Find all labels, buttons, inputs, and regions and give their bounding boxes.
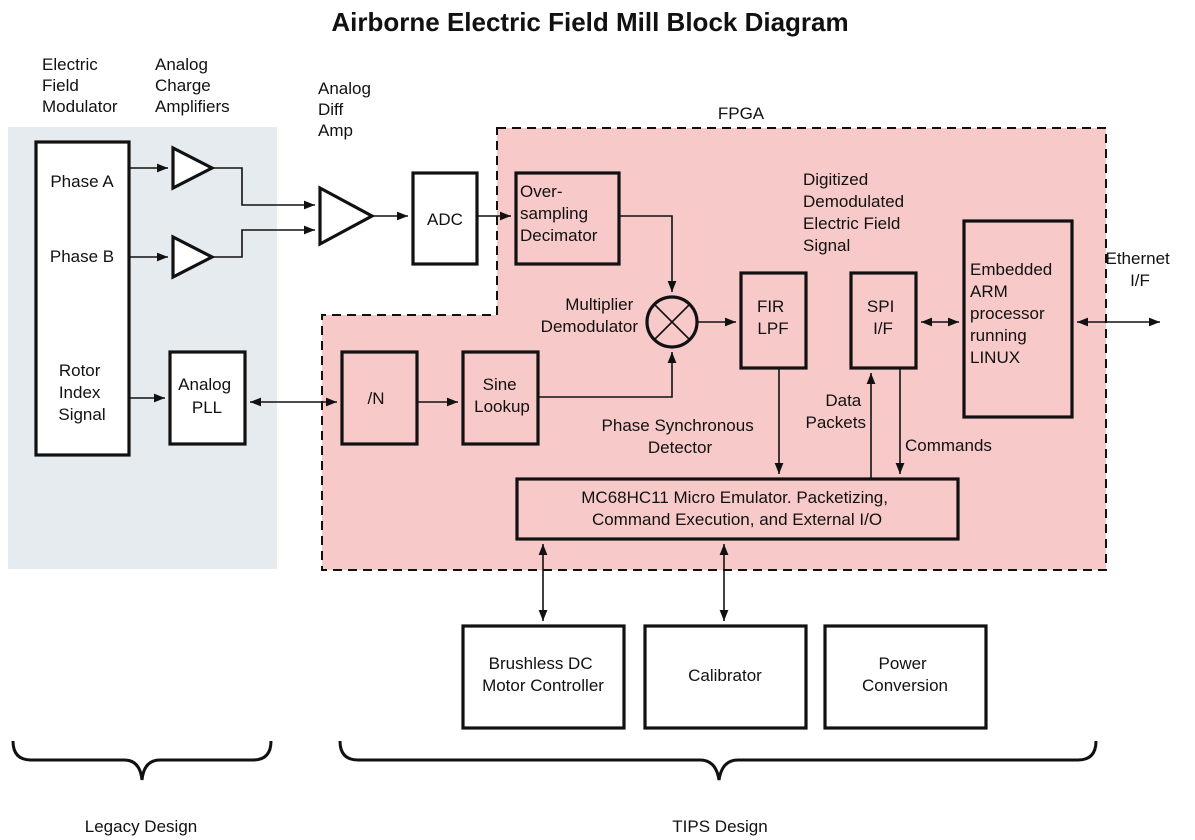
multiplier-label: Multiplier Demodulator	[541, 295, 639, 336]
motor-controller-block	[461, 624, 626, 730]
divider-block	[340, 350, 419, 446]
diagram-title: Airborne Electric Field Mill Block Diagr…	[331, 7, 848, 37]
motor-controller-label: Brushless DC Motor Controller	[482, 654, 604, 695]
arm-label: Embedded ARM processor running LINUX	[970, 260, 1057, 367]
analog-pll-label: Analog PLL	[178, 375, 236, 417]
power-conversion-label: Power Conversion	[862, 654, 948, 695]
adc-block	[411, 171, 479, 266]
modulator-block	[34, 140, 131, 457]
micro-emulator-block	[515, 477, 960, 541]
micro-emulator-label: MC68HC11 Micro Emulator. Packetizing, Co…	[581, 488, 892, 529]
tips-design-label: TIPS Design	[672, 817, 767, 836]
data-packets-label: Data Packets	[806, 391, 866, 432]
ethernet-label: Ethernet I/F	[1106, 249, 1175, 290]
legacy-design-label: Legacy Design	[85, 817, 197, 836]
diff-amp-icon	[318, 185, 376, 247]
phase-a-label: Phase A	[50, 172, 114, 191]
fir-lpf-label: FIR LPF	[757, 297, 789, 338]
analog-pll-block	[168, 350, 247, 446]
diff-amp-label: Analog Diff Amp	[318, 79, 376, 140]
tips-brace	[338, 740, 1098, 781]
legacy-brace	[11, 740, 273, 781]
fir-lpf-block	[739, 271, 808, 370]
calibrator-block	[643, 624, 808, 730]
phase-b-label: Phase B	[50, 247, 114, 266]
sine-lookup-block	[461, 350, 540, 446]
charge-amp-b-icon	[171, 234, 216, 280]
fpga-label: FPGA	[718, 104, 765, 123]
commands-label: Commands	[905, 436, 992, 455]
fpga-region	[321, 127, 1107, 571]
decimator-block	[514, 171, 621, 266]
multiplier-cross-icon	[653, 303, 691, 341]
sine-lookup-label: Sine Lookup	[474, 375, 530, 416]
calibrator-label: Calibrator	[688, 666, 762, 685]
spi-label: SPI I/F	[867, 297, 899, 338]
adc-label: ADC	[427, 210, 463, 229]
digitized-signal-label: Digitized Demodulated Electric Field Sig…	[803, 170, 909, 255]
arm-block	[962, 219, 1074, 419]
charge-amp-a-icon	[171, 145, 216, 191]
rotor-label: Rotor Index Signal	[58, 361, 105, 424]
spi-block	[849, 271, 918, 370]
divider-label: /N	[368, 389, 385, 408]
signal-connections	[129, 163, 1160, 621]
modulator-label: Electric Field Modulator	[42, 55, 118, 116]
charge-amps-label: Analog Charge Amplifiers	[155, 55, 230, 116]
phase-detector-label: Phase Synchronous Detector	[602, 416, 759, 457]
decimator-label: Over- sampling Decimator	[520, 182, 598, 245]
power-conversion-block	[823, 624, 988, 730]
